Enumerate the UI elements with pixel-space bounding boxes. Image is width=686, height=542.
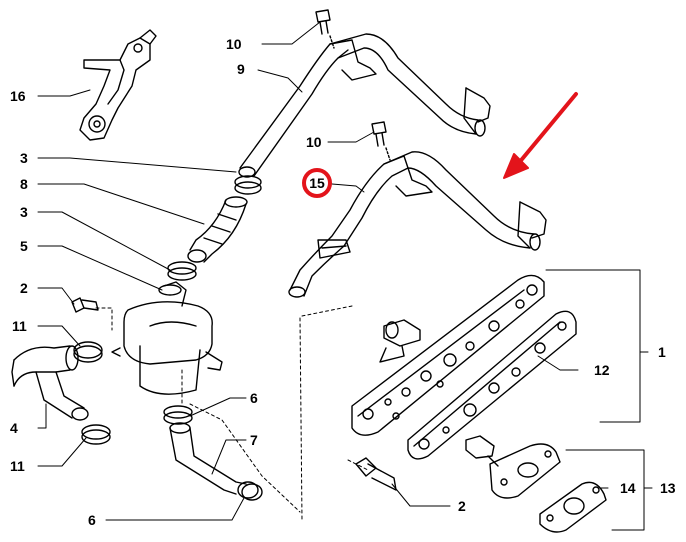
part-9-pipe: [238, 33, 491, 178]
part-10-bolt-upper: [315, 9, 335, 49]
callout-10-lower: 10: [306, 134, 322, 150]
callout-16: 16: [10, 88, 26, 104]
callout-5: 5: [20, 238, 28, 254]
callout-4: 4: [10, 420, 18, 436]
callout-3-upper: 3: [20, 150, 28, 166]
part-13-fitting: [465, 435, 561, 499]
part-2-bolt-left: [71, 297, 99, 313]
callout-6-upper: 6: [250, 390, 258, 406]
dashed-leaders: [95, 305, 369, 521]
part-15-pipe: [288, 151, 547, 298]
callout-10-upper: 10: [226, 36, 242, 52]
callout-11-upper: 11: [12, 318, 27, 334]
part-6-clamp-upper: [163, 405, 193, 425]
part-3-clamp-upper: [234, 175, 262, 195]
part-8-hose: [187, 196, 248, 263]
part-5-canister: [111, 281, 223, 395]
part-4-hose: [11, 345, 89, 421]
callout-7: 7: [250, 432, 258, 448]
callout-14: 14: [620, 480, 636, 496]
callout-9: 9: [237, 61, 245, 77]
part-11-clamp-upper: [73, 341, 103, 363]
callout-1: 1: [658, 344, 666, 360]
callout-11-lower: 11: [10, 458, 25, 474]
part-1-plate: [351, 274, 545, 436]
part-7-hose: [169, 422, 247, 495]
part-6-clamp-lower: [237, 481, 263, 501]
callout-2-left: 2: [20, 280, 28, 296]
callout-2-right: 2: [458, 498, 466, 514]
part-3-clamp-lower: [167, 261, 197, 281]
callout-3-lower: 3: [20, 204, 28, 220]
part-14-gasket: [539, 481, 607, 533]
part-12-gasket: [407, 310, 577, 460]
callout-6-lower: 6: [88, 512, 96, 528]
part-16-bracket: [79, 29, 157, 141]
callout-13: 13: [660, 480, 676, 496]
leader-lines: [37, 21, 653, 531]
part-2-bolt-right: [355, 457, 397, 491]
callout-12: 12: [594, 362, 610, 378]
callout-8: 8: [20, 176, 28, 192]
callout-15-highlighted: 15: [302, 168, 332, 198]
part-11-clamp-lower: [81, 424, 111, 445]
indicator-arrow: [503, 92, 578, 179]
part-10-bolt-lower: [371, 121, 391, 161]
